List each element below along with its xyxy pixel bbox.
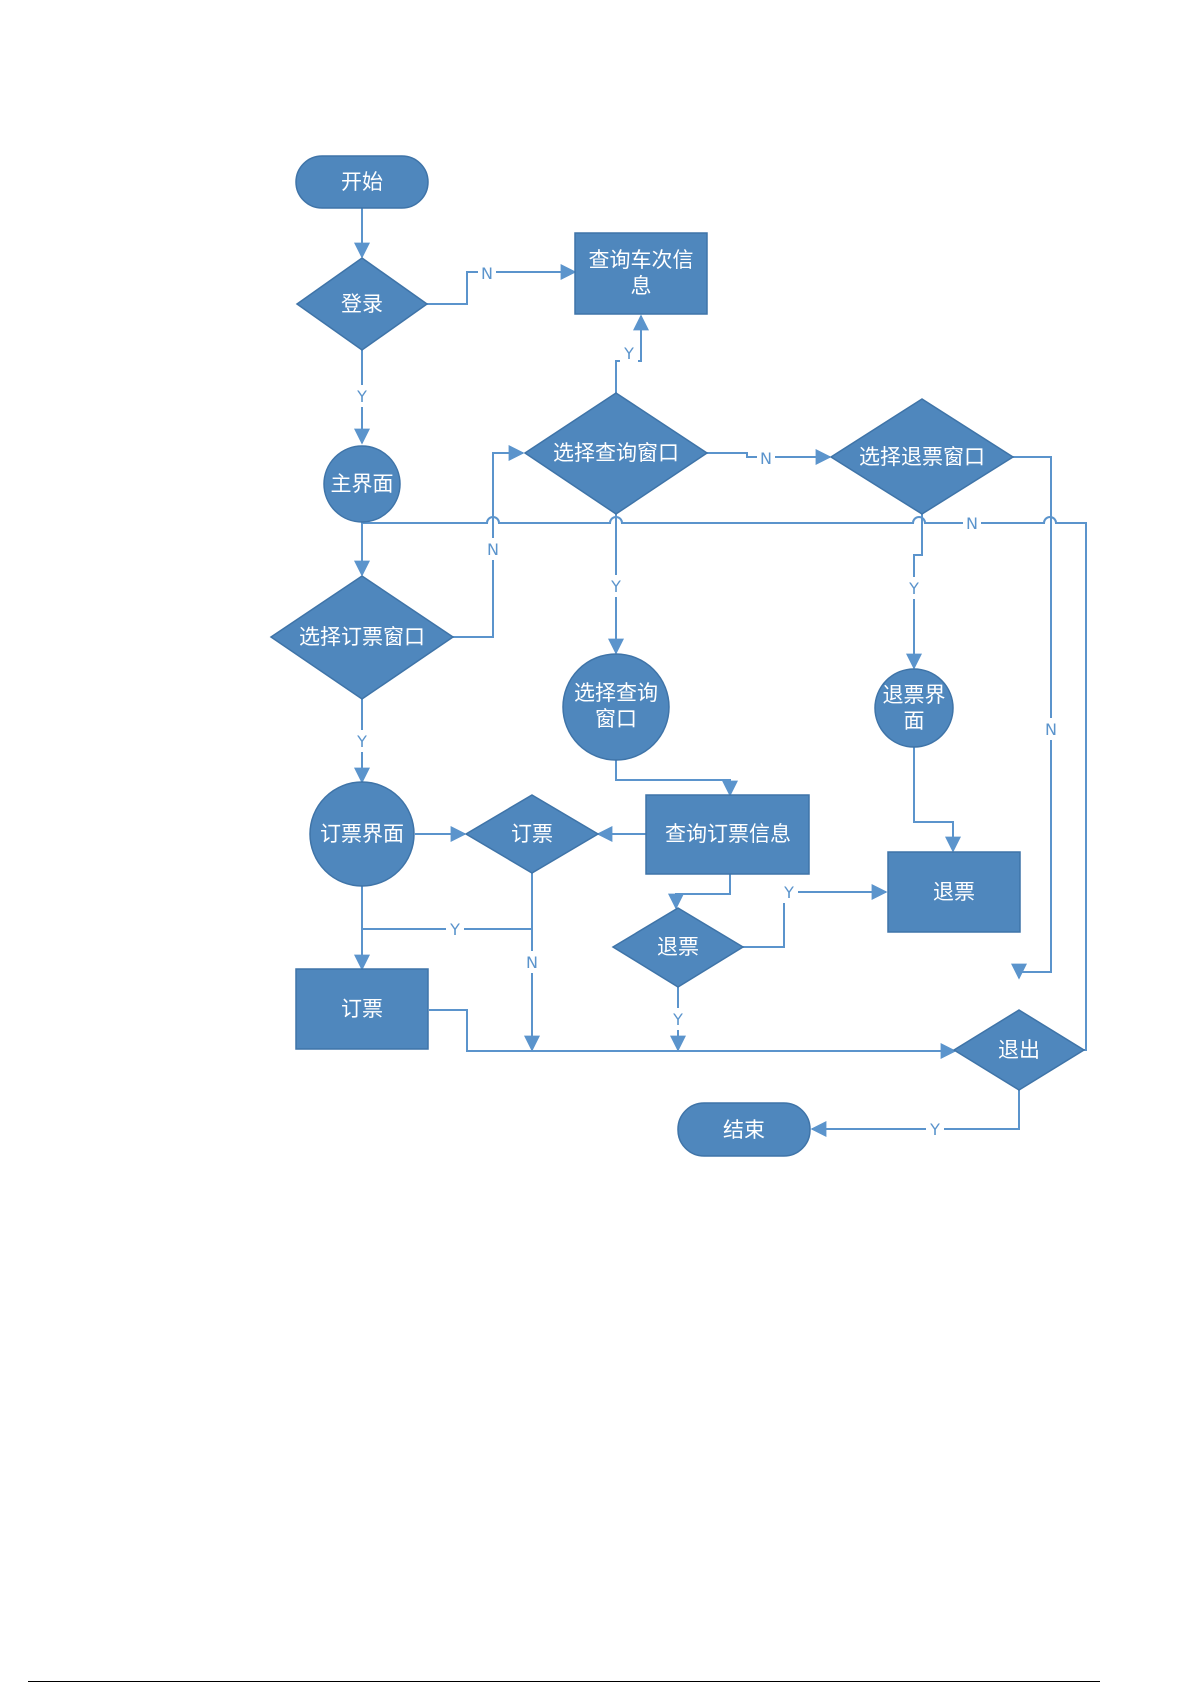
edge-labels: N Y Y N N N Y Y Y N Y Y N Y Y [353, 262, 1060, 1140]
edge-refund-decision-box [742, 892, 886, 947]
edge-login-query-train [427, 272, 575, 304]
label-book-decision-no: N [526, 953, 538, 972]
select-booking-window-label: 选择订票窗口 [299, 625, 425, 649]
label-query-refund-no: N [760, 449, 772, 468]
query-train-info-label-line2: 息 [631, 274, 652, 298]
exit-decision-label: 退出 [998, 1038, 1040, 1062]
select-query-window-label: 选择查询窗口 [553, 441, 679, 465]
edge-book-box-exit [429, 1010, 955, 1051]
booking-ui-node-label: 订票界面 [320, 822, 404, 846]
label-refund-ui-yes: Y [908, 579, 919, 598]
book-box-label: 订票 [341, 997, 383, 1021]
label-login-no: N [481, 264, 493, 283]
edge-main-exit-bus [362, 517, 1086, 1050]
label-book-box-yes: Y [449, 920, 460, 939]
query-window-node-line1: 选择查询 [574, 681, 658, 705]
edge-query-booking-refund [676, 874, 730, 908]
label-refund-exit-no: N [1045, 720, 1057, 739]
label-query-train-yes: Y [623, 344, 634, 363]
edge-exit-end [812, 1090, 1019, 1129]
query-window-node-line2: 窗口 [595, 707, 637, 731]
label-main-exit-no: N [966, 514, 978, 533]
label-query-circle-yes: Y [610, 577, 621, 596]
start-node-label: 开始 [341, 170, 383, 194]
page-footer-rule [28, 1681, 1100, 1682]
refund-ui-node-line1: 退票界 [883, 683, 946, 707]
login-decision-label: 登录 [341, 292, 383, 316]
edges [362, 208, 1086, 1129]
label-booking-query-no: N [487, 540, 499, 559]
refund-ui-node-line2: 面 [904, 709, 925, 733]
label-login-yes: Y [356, 387, 367, 406]
refund-decision-label: 退票 [657, 935, 699, 959]
refund-ui-node [875, 669, 953, 747]
query-booking-info-label: 查询订票信息 [665, 822, 791, 846]
book-decision-label: 订票 [511, 822, 553, 846]
edge-circle-query-booking [616, 760, 730, 795]
refund-box-label: 退票 [933, 880, 975, 904]
end-node-label: 结束 [723, 1118, 765, 1142]
main-ui-node-label: 主界面 [331, 472, 394, 496]
select-refund-window-label: 选择退票窗口 [859, 445, 985, 469]
label-refund-decision-yes: Y [672, 1010, 683, 1029]
label-refund-box-yes: Y [783, 883, 794, 902]
edge-refund-ui-box [914, 746, 953, 851]
query-train-info-label-line1: 查询车次信 [589, 248, 694, 272]
label-booking-ui-yes: Y [356, 732, 367, 751]
label-exit-end-yes: Y [929, 1120, 940, 1139]
